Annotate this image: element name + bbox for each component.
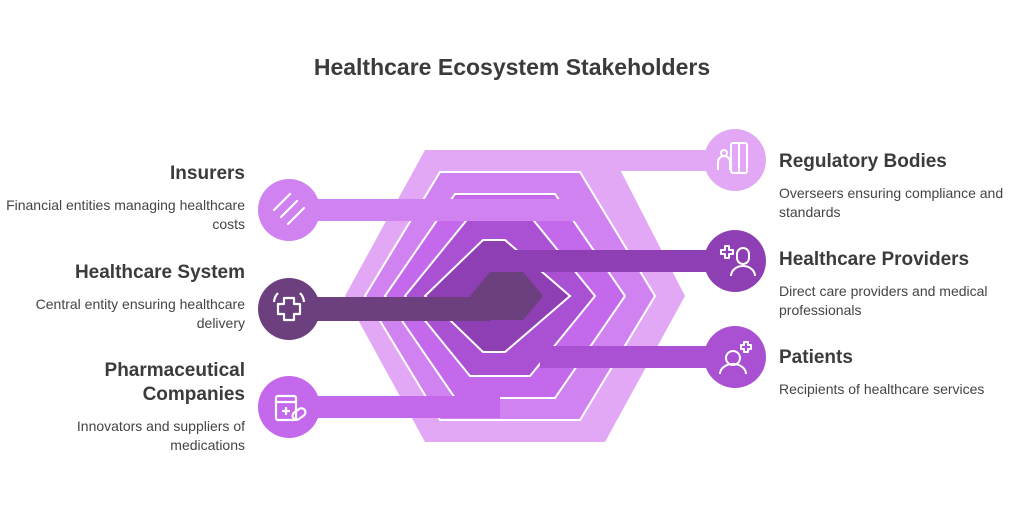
connector-patients <box>540 346 735 368</box>
icon-circle-patients <box>704 326 766 388</box>
label-healthcare-providers: Healthcare Providers Direct care provide… <box>779 248 1019 320</box>
stakeholder-desc: Financial entities managing healthcare c… <box>6 197 245 232</box>
icon-circle-healthcare-system <box>258 278 320 340</box>
regulators-icon <box>717 142 748 174</box>
icon-circle-healthcare-providers <box>704 230 766 292</box>
connector-insurers <box>300 199 575 221</box>
connector-healthcare-system <box>290 297 460 321</box>
connector-regulatory-bodies <box>610 150 735 171</box>
doctor-icon <box>720 245 756 277</box>
stakeholder-name: Insurers <box>170 163 245 184</box>
stakeholder-name: Healthcare System <box>74 262 245 283</box>
stakeholder-name: Regulatory Bodies <box>779 151 947 172</box>
core-connector-join <box>455 297 490 321</box>
stakeholder-desc: Central entity ensuring healthcare deliv… <box>35 296 245 331</box>
stakeholder-desc: Overseers ensuring compliance and standa… <box>779 185 1004 220</box>
stakeholder-desc: Innovators and suppliers of medications <box>76 418 245 453</box>
icon-circle-regulatory-bodies <box>704 129 766 191</box>
stakeholder-name: Healthcare Providers <box>779 249 970 270</box>
icon-circle-pharmaceutical <box>258 376 320 438</box>
label-healthcare-system: Healthcare System Central entity ensurin… <box>5 261 245 333</box>
medical-cross-icon <box>272 292 306 322</box>
page-title: Healthcare Ecosystem Stakeholders <box>313 54 711 80</box>
patient-icon <box>719 341 752 375</box>
label-insurers: Insurers Financial entities managing hea… <box>5 162 245 234</box>
connector-pharmaceutical <box>300 396 500 418</box>
stakeholder-desc: Direct care providers and medical profes… <box>779 283 988 318</box>
medicine-box-icon <box>274 394 307 422</box>
stakeholder-name: Patients <box>779 347 853 368</box>
stakeholder-desc: Recipients of healthcare services <box>779 381 985 397</box>
pills-icon <box>272 192 306 226</box>
label-patients: Patients Recipients of healthcare servic… <box>779 346 1019 399</box>
stakeholder-name: Pharmaceutical Companies <box>104 360 245 405</box>
connector-healthcare-providers <box>480 250 735 272</box>
label-pharmaceutical: Pharmaceutical Companies Innovators and … <box>5 359 245 455</box>
label-regulatory-bodies: Regulatory Bodies Overseers ensuring com… <box>779 150 1019 222</box>
